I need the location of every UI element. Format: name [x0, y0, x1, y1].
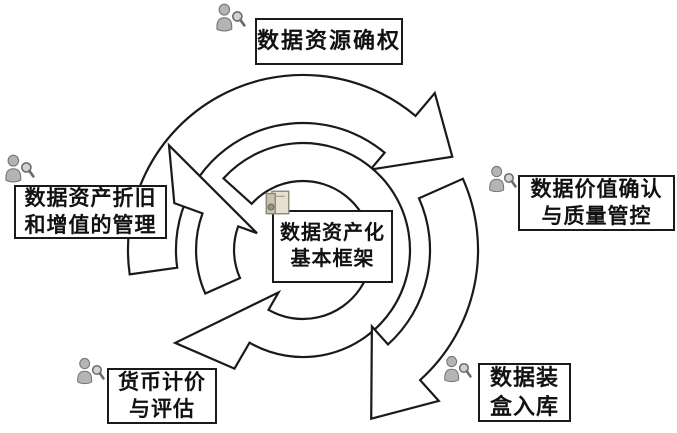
inner-left-arrow: [167, 142, 258, 295]
node-label-line: 基本框架: [290, 247, 375, 270]
person-magnifier-icon: [488, 165, 517, 193]
outer-top-arrow: [126, 73, 454, 276]
person-magnifier-icon: [215, 2, 246, 32]
node-center-basic-framework: 数据资产化 基本框架: [272, 210, 393, 283]
ledger-box-icon: [265, 190, 290, 215]
node-depreciation-appreciation-management: 数据资产折旧 和增值的管理: [14, 185, 167, 239]
person-magnifier-icon: [76, 357, 105, 385]
node-label-line: 数据资源确权: [257, 28, 402, 54]
inner-long-arrow: [172, 141, 412, 370]
person-magnifier-icon: [443, 355, 472, 383]
node-currency-pricing-evaluation: 货币计价 与评估: [107, 368, 217, 424]
node-label-line: 货币计价: [118, 370, 206, 395]
node-label-line: 数据装: [489, 365, 559, 391]
node-label-line: 数据资产化: [280, 221, 385, 244]
outer-bottom-right-arrow: [370, 177, 480, 421]
node-label-line: 数据价值确认: [530, 177, 663, 202]
node-value-confirmation-quality-control: 数据价值确认 与质量管控: [518, 175, 675, 231]
node-data-rights-confirmation: 数据资源确权: [255, 18, 403, 65]
node-label-line: 与评估: [129, 397, 195, 421]
node-label-line: 与质量管控: [541, 204, 652, 228]
person-magnifier-icon: [4, 153, 35, 183]
node-label-line: 数据资产折旧: [24, 186, 157, 211]
node-label-line: 和增值的管理: [24, 213, 157, 237]
node-label-line: 盒入库: [489, 393, 559, 419]
node-data-boxing-warehousing: 数据装 盒入库: [478, 363, 571, 422]
